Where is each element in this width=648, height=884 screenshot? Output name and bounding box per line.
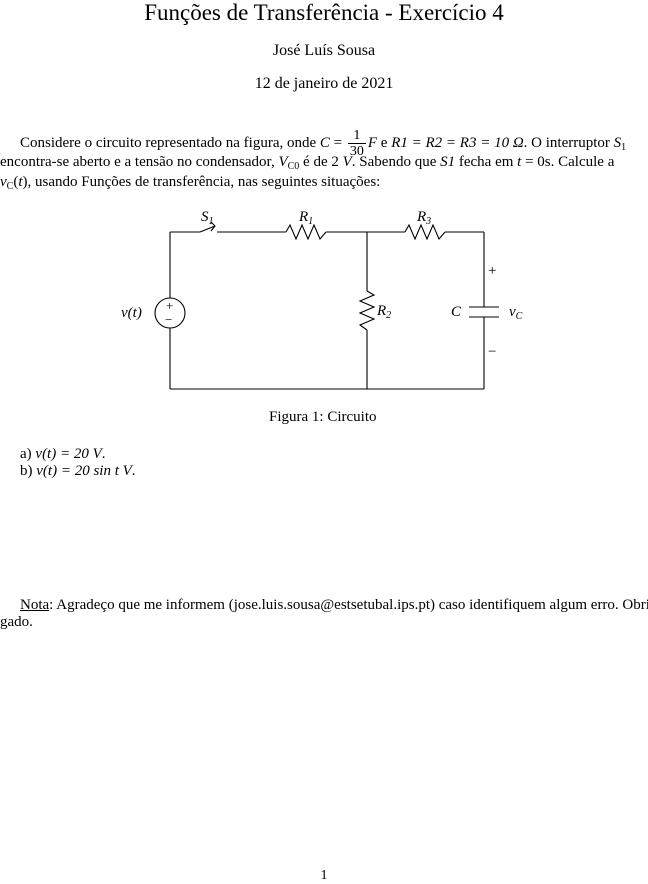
var-s: S <box>613 134 622 151</box>
unit-volt: V <box>118 463 132 479</box>
author: José Luís Sousa <box>272 42 376 59</box>
intro-line-1: Considere o circuito representado na fig… <box>20 128 626 159</box>
source-label: v(t) <box>121 305 142 321</box>
source-minus: − <box>165 312 172 327</box>
item-equation: v(t) = 20 sin <box>36 463 115 479</box>
note-text: gado. <box>0 614 33 630</box>
fraction-denominator: 30 <box>349 144 364 159</box>
intro-text: Considere o circuito representado na fig… <box>20 134 320 151</box>
var-s1: S1 <box>440 154 456 170</box>
document-title: Funções de Transferência - Exercício 4 <box>144 0 504 25</box>
page-number: 1 <box>320 868 328 883</box>
resistor-r1-icon <box>285 223 327 241</box>
var-t: t <box>18 174 23 190</box>
intro-text: . Sabendo que <box>351 154 441 170</box>
note-label: Nota <box>20 597 50 613</box>
intro-text: ( <box>13 174 19 190</box>
resistor-r2-icon <box>358 290 376 331</box>
note-line-2: gado. <box>0 614 33 631</box>
resistor-r3-icon <box>404 223 446 241</box>
var-v: V <box>278 154 288 170</box>
r2-label: R2 <box>376 303 391 321</box>
intro-text: encontra-se aberto e a tensão no condens… <box>0 154 279 170</box>
vc-label: vC <box>509 304 523 322</box>
item-equation: v(t) = 20 <box>35 446 93 462</box>
note-text: : Agradeço que me informem (jose.luis.so… <box>49 597 648 613</box>
var-c: C <box>319 134 330 151</box>
source-plus: + <box>166 298 173 313</box>
intro-text: é de 2 <box>299 154 343 170</box>
sub-c0: C0 <box>287 161 300 172</box>
var-v: v <box>0 174 7 190</box>
unit-farad: F <box>367 134 378 151</box>
intro-text: = 0s. Calcule a <box>521 154 615 170</box>
item-tail: . <box>101 446 106 462</box>
fraction-numerator: 1 <box>347 128 366 144</box>
intro-text: fecha em <box>455 154 518 170</box>
item-a: a) v(t) = 20 V. <box>20 446 106 463</box>
var-t: t <box>517 154 522 170</box>
resistor-equation: R1 = R2 = R3 = 10 Ω <box>391 134 524 151</box>
intro-text: . O interruptor <box>523 134 614 151</box>
vc-plus: + <box>488 263 496 279</box>
var-t: t <box>114 463 119 479</box>
item-b: b) v(t) = 20 sin t V. <box>20 463 136 480</box>
switch-label: S1 <box>201 209 214 227</box>
capacitor-label: C <box>451 304 462 320</box>
item-marker: b) <box>20 463 33 479</box>
sub-1: 1 <box>621 141 627 153</box>
unit-volt: V <box>92 446 102 462</box>
date: 12 de janeiro de 2021 <box>254 75 394 92</box>
intro-line-2: encontra-se aberto e a tensão no condens… <box>0 154 615 172</box>
figure-caption: Figura 1: Circuito <box>269 409 377 425</box>
item-tail: . <box>131 463 136 479</box>
intro-line-3: vC(t), usando Funções de transferência, … <box>0 174 381 192</box>
circuit-diagram: S1 R1 R3 R2 v(t) + − C vC + − <box>121 209 523 390</box>
r1-label: R1 <box>298 209 313 227</box>
equals: = <box>329 134 346 151</box>
item-marker: a) <box>20 446 32 462</box>
intro-text: e <box>377 134 392 151</box>
vc-minus: − <box>488 344 496 360</box>
unit-volt: V <box>342 154 352 170</box>
capacitor-icon <box>469 306 499 318</box>
switch-s1-icon <box>199 221 216 233</box>
intro-text: ), usando Funções de transferência, nas … <box>22 174 381 190</box>
note-line-1: Nota: Agradeço que me informem (jose.lui… <box>20 597 648 614</box>
r3-label: R3 <box>416 209 431 227</box>
sub-c: C <box>6 181 14 192</box>
